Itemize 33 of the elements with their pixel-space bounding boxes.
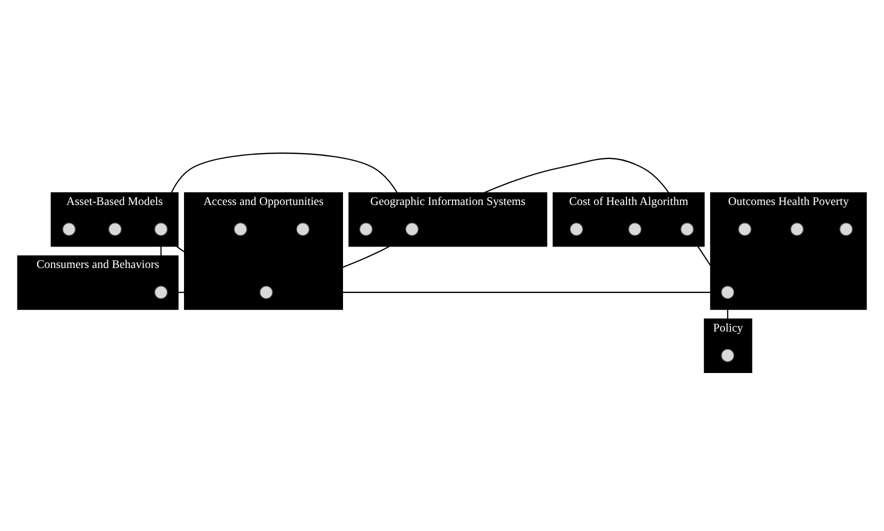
connector <box>342 291 711 292</box>
connector <box>178 291 184 292</box>
node-circle <box>721 348 734 362</box>
node-circle <box>108 222 122 236</box>
node-circle <box>790 222 804 236</box>
node-circle <box>721 285 734 298</box>
node-circle <box>840 222 853 236</box>
node-circle <box>359 222 373 236</box>
cluster: Access and Opportunities <box>184 192 343 310</box>
connector <box>176 245 185 252</box>
cluster: Cost of Health Algorithm <box>552 192 705 246</box>
cluster: Consumers and Behaviors <box>17 254 179 310</box>
connector <box>160 246 162 256</box>
cluster: Asset-Based Models <box>50 192 179 246</box>
node-circle <box>154 285 168 298</box>
cluster: Outcomes Health Poverty <box>710 192 867 310</box>
node-circle <box>405 222 419 236</box>
node-circle <box>260 285 273 298</box>
node-circle <box>628 222 642 236</box>
node-circle <box>154 222 168 236</box>
connector <box>484 157 670 193</box>
connector <box>727 309 728 318</box>
connector <box>342 245 390 268</box>
node-circle <box>680 222 694 236</box>
connector <box>170 152 398 192</box>
cluster: Geographic Information Systems <box>348 192 548 246</box>
node-circle <box>62 222 76 236</box>
node-circle <box>570 222 584 236</box>
node-circle <box>296 222 310 236</box>
node-circle <box>738 222 752 236</box>
node-circle <box>234 222 248 236</box>
cluster: Policy <box>704 318 752 373</box>
connector <box>697 246 711 266</box>
